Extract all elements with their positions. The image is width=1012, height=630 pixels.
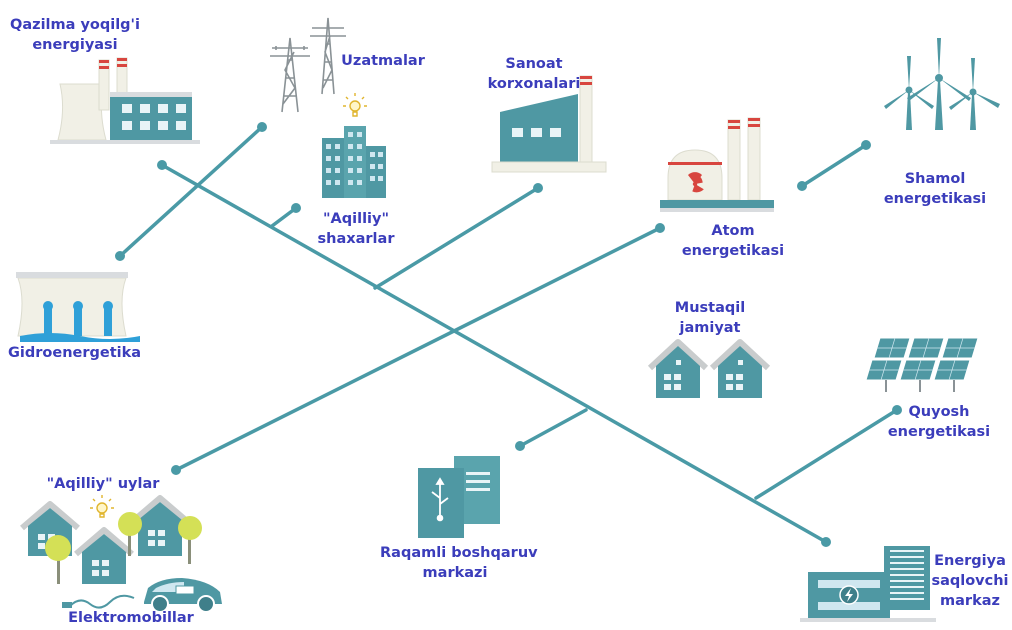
lightbulb-icon bbox=[90, 495, 114, 518]
main-line-primary bbox=[160, 163, 828, 544]
label-line: korxonalari bbox=[487, 76, 581, 92]
dot-smart-homes bbox=[171, 465, 181, 475]
nuclear-plant-icon bbox=[660, 117, 774, 212]
label-line: markaz bbox=[940, 593, 1000, 609]
branch-digital bbox=[518, 408, 588, 448]
house-icon bbox=[709, 339, 771, 398]
label-line: Gidroenergetika bbox=[8, 345, 142, 361]
solar-panel-icon bbox=[865, 337, 979, 392]
label-hydro: Gidroenergetika bbox=[8, 343, 158, 363]
label-line: energetikasi bbox=[883, 191, 987, 207]
label-line: Quyosh bbox=[908, 404, 970, 420]
dot-grid bbox=[257, 122, 267, 132]
branch-solar bbox=[754, 408, 899, 500]
label-solar: Quyosh energetikasi bbox=[876, 402, 1002, 442]
label-line: energetikasi bbox=[681, 243, 785, 259]
label-nuclear: Atom energetikasi bbox=[670, 221, 796, 261]
label-fossil-fuel: Qazilma yoqilg'i energiyasi bbox=[10, 15, 140, 55]
dot-fossil bbox=[157, 160, 167, 170]
label-smart-homes: "Aqilliy" uylar bbox=[40, 474, 166, 494]
smart-city-icon bbox=[322, 93, 386, 198]
label-transmission: Uzatmalar bbox=[338, 51, 428, 71]
label-line: jamiyat bbox=[679, 320, 741, 336]
dot-smart-city bbox=[291, 203, 301, 213]
transmission-tower-icon bbox=[270, 17, 346, 113]
label-electric-cars: Elektromobillar bbox=[66, 608, 196, 628]
label-line: saqlovchi bbox=[931, 573, 1009, 589]
dot-wind-a bbox=[861, 140, 871, 150]
connection-dots bbox=[115, 122, 902, 547]
dot-storage bbox=[821, 537, 831, 547]
branch-fossil-hydro bbox=[118, 125, 264, 258]
wind-turbine-icon bbox=[884, 38, 1000, 130]
server-icon bbox=[418, 456, 500, 538]
dot-solar bbox=[892, 405, 902, 415]
label-line: Mustaqil bbox=[674, 300, 746, 316]
label-line: Uzatmalar bbox=[341, 53, 425, 69]
label-line: Raqamli boshqaruv bbox=[380, 545, 538, 561]
label-line: energiyasi bbox=[32, 37, 118, 53]
lightbulb-icon bbox=[343, 93, 367, 117]
label-line: "Aqilliy" bbox=[322, 211, 390, 227]
electric-car-icon bbox=[62, 578, 222, 613]
dot-industry bbox=[533, 183, 543, 193]
connection-lines bbox=[118, 125, 899, 544]
label-line: "Aqilliy" uylar bbox=[46, 476, 160, 492]
radiation-icon bbox=[688, 172, 704, 193]
label-line: Sanoat bbox=[505, 56, 563, 72]
label-smart-city: "Aqilliy" shaxarlar bbox=[310, 209, 402, 249]
dot-nuclear bbox=[655, 223, 665, 233]
label-community: Mustaqil jamiyat bbox=[665, 298, 755, 338]
label-storage: Energiya saqlovchi markaz bbox=[930, 551, 1010, 611]
smart-home-icon bbox=[20, 495, 202, 584]
label-line: Energiya bbox=[934, 553, 1006, 569]
label-line: Shamol bbox=[904, 171, 966, 187]
label-line: Elektromobillar bbox=[68, 610, 194, 626]
house-icon bbox=[647, 339, 709, 398]
factory-icon bbox=[491, 75, 607, 173]
battery-storage-icon bbox=[800, 546, 936, 622]
label-line: Atom bbox=[711, 223, 755, 239]
label-wind: Shamol energetikasi bbox=[872, 169, 998, 209]
label-line: shaxarlar bbox=[317, 231, 395, 247]
label-digital-center: Raqamli boshqaruv markazi bbox=[380, 543, 538, 583]
label-line: markazi bbox=[422, 565, 488, 581]
hydro-dam-icon bbox=[16, 272, 140, 342]
label-industry: Sanoat korxonalari bbox=[486, 54, 582, 94]
label-line: Qazilma yoqilg'i bbox=[10, 17, 140, 33]
tree-icon bbox=[45, 512, 202, 584]
dot-hydro bbox=[115, 251, 125, 261]
label-line: energetikasi bbox=[887, 424, 991, 440]
dot-digital bbox=[515, 441, 525, 451]
dot-wind-b bbox=[797, 181, 807, 191]
branch-industry bbox=[373, 186, 540, 290]
branch-wind bbox=[800, 143, 868, 188]
main-line-secondary bbox=[174, 226, 662, 472]
power-plant-icon bbox=[50, 57, 200, 144]
